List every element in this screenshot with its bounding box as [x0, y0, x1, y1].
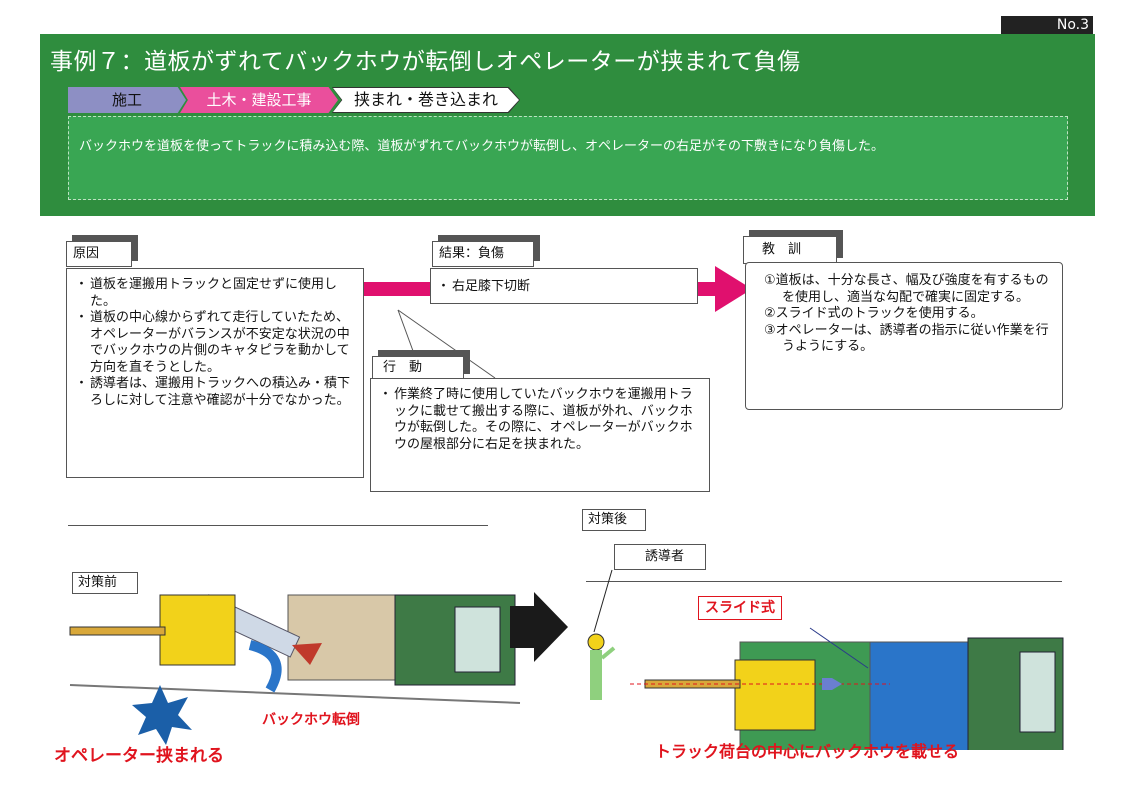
action-heading: 行 動	[372, 356, 464, 380]
caption-operator: オペレーター挟まれる	[54, 746, 224, 766]
lesson-heading: 教 訓	[743, 236, 837, 264]
lesson-item: ①道板は、十分な長さ、幅及び強度を有するものを使用し、適当な勾配で確実に固定する…	[764, 273, 1049, 305]
incident-summary: バックホウを道板を使ってトラックに積み込む際、道板がずれてバックホウが転倒し、オ…	[68, 116, 1068, 200]
cause-item: 道板を運搬用トラックと固定せずに使用した。	[75, 277, 353, 310]
lesson-scroll: ①道板は、十分な長さ、幅及び強度を有するものを使用し、適当な勾配で確実に固定する…	[745, 262, 1063, 410]
action-box: 作業終了時に使用していたバックホウを運搬用トラックに載せて搬出する際に、道板が外…	[370, 378, 710, 492]
page-number: No.3	[1001, 16, 1093, 34]
tag-breadcrumb: 施工 土木・建設工事 挟まれ・巻き込まれ	[68, 87, 538, 115]
after-label: 対策後	[582, 509, 646, 531]
tag-construction: 施工	[68, 87, 186, 113]
result-item: 右足膝下切断	[437, 279, 687, 296]
after-caption: トラック荷台の中心にバックホウを載せる	[655, 742, 960, 761]
action-item: 作業終了時に使用していたバックホウを運搬用トラックに載せて搬出する際に、道板が外…	[379, 387, 697, 453]
before-label: 対策前	[72, 572, 138, 594]
divider-line	[68, 525, 488, 526]
guide-label: 誘導者	[614, 544, 706, 570]
tag-accident-type-label: 挟まれ・巻き込まれ	[333, 88, 519, 112]
before-after-arrow	[510, 592, 568, 662]
lesson-item: ②スライド式のトラックを使用する。	[764, 306, 984, 321]
lesson-item: ③オペレーターは、誘導者の指示に従い作業を行うようにする。	[764, 322, 1049, 355]
result-box: 右足膝下切断	[430, 268, 698, 304]
after-illustration	[587, 569, 1064, 750]
before-illustration	[69, 594, 521, 745]
divider-line	[586, 581, 1062, 582]
tag-accident-type: 挟まれ・巻き込まれ	[332, 87, 520, 113]
slide-label: スライド式	[698, 596, 782, 620]
cause-box: 道板を運搬用トラックと固定せずに使用した。 道板の中心線からずれて走行していたた…	[66, 268, 364, 478]
caption-rollover: バックホウ転倒	[262, 712, 360, 728]
cause-item: 道板の中心線からずれて走行していたため、オペレーターがバランスが不安定な状況の中…	[75, 310, 353, 376]
result-heading: 結果：負傷	[432, 241, 534, 267]
cause-heading: 原因	[66, 241, 132, 267]
cause-item: 誘導者は、運搬用トラックへの積込み・積下ろしに対して注意や確認が十分でなかった。	[75, 376, 353, 409]
page-title: 事例７：道板がずれてバックホウが転倒しオペレーターが挟まれて負傷	[50, 49, 801, 75]
tag-civil-works: 土木・建設工事	[180, 87, 338, 113]
